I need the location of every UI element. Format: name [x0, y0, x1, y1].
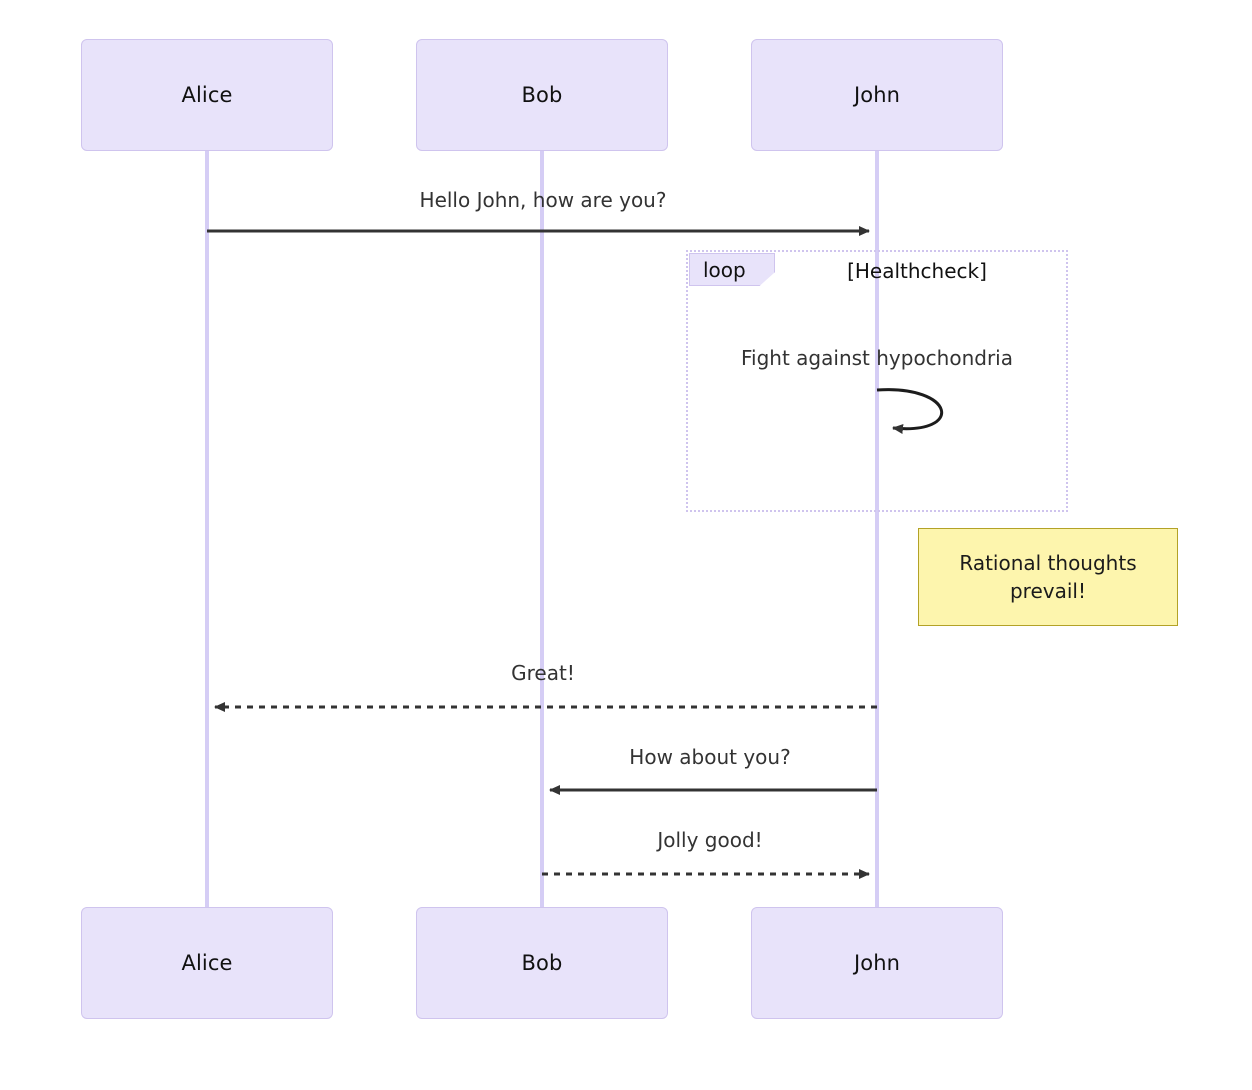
actor-label-bob-top: Bob — [521, 83, 563, 107]
message-label-fight-hypochondria: Fight against hypochondria — [741, 346, 1013, 370]
actor-box-john-bottom[interactable]: John — [751, 907, 1003, 1019]
actor-box-bob-bottom[interactable]: Bob — [416, 907, 668, 1019]
actor-label-john-bottom: John — [853, 951, 901, 975]
actor-box-bob-top[interactable]: Bob — [416, 39, 668, 151]
message-label-great: Great! — [511, 661, 575, 685]
actor-box-john-top[interactable]: John — [751, 39, 1003, 151]
loop-fragment-tab: loop — [689, 253, 775, 286]
loop-fragment-condition: [Healthcheck] — [847, 259, 987, 283]
actor-label-bob-bottom: Bob — [521, 951, 563, 975]
message-label-how-about-you: How about you? — [629, 745, 791, 769]
loop-fragment-healthcheck — [686, 250, 1068, 512]
note-rational-thoughts: Rational thoughts prevail! — [918, 528, 1178, 626]
actor-box-alice-bottom[interactable]: Alice — [81, 907, 333, 1019]
message-label-jolly-good: Jolly good! — [657, 828, 763, 852]
message-label-hello-john: Hello John, how are you? — [419, 188, 667, 212]
message-arrow-self-loop-john — [876, 388, 944, 434]
actor-box-alice-top[interactable]: Alice — [81, 39, 333, 151]
note-text: Rational thoughts prevail! — [959, 550, 1137, 603]
loop-fragment-keyword: loop — [703, 257, 746, 282]
actor-label-alice-bottom: Alice — [181, 951, 233, 975]
actor-label-alice-top: Alice — [181, 83, 233, 107]
actor-label-john-top: John — [853, 83, 901, 107]
